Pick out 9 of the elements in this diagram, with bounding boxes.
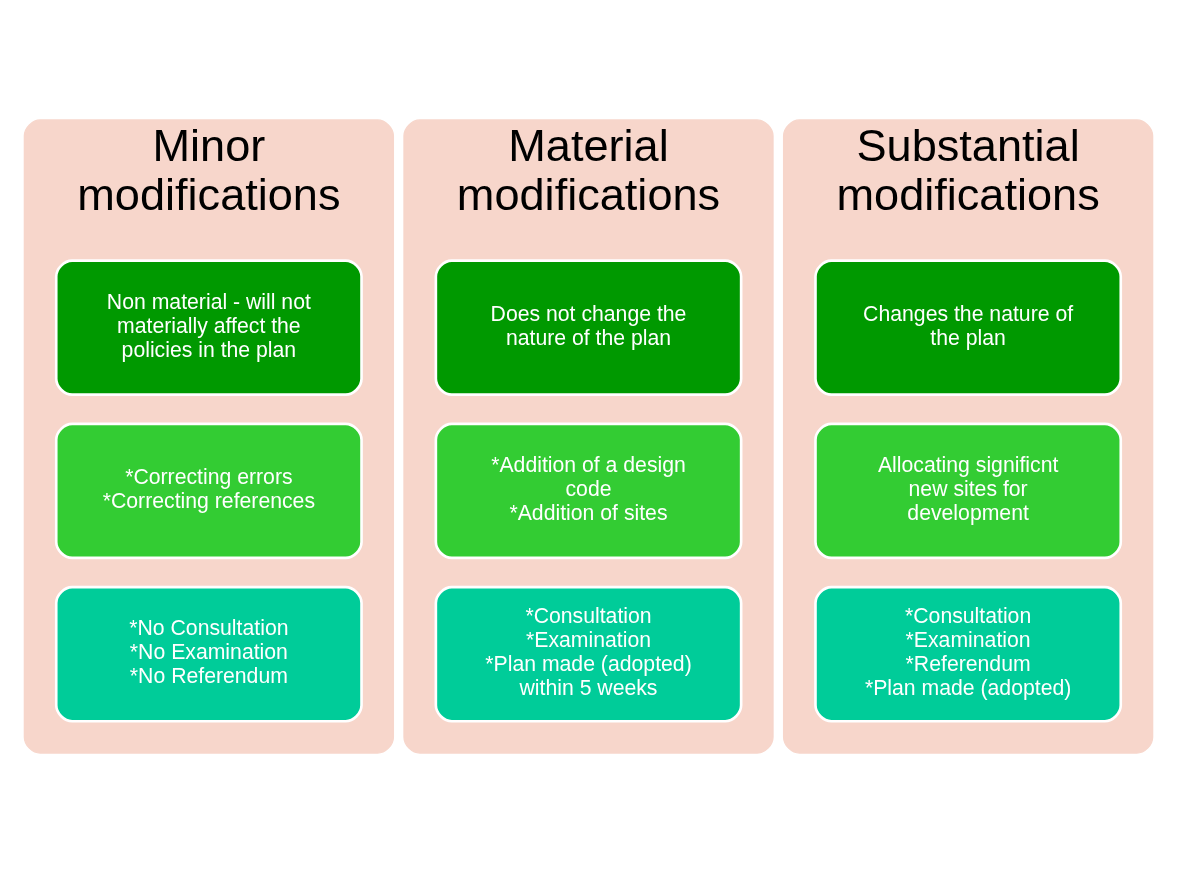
node-box: Non material - will not materially affect the policies in the plan	[54, 259, 363, 396]
node-box: Changes the nature of the plan	[814, 259, 1123, 396]
node-box: Allocating significnt new sites for development	[814, 422, 1123, 560]
node-box: *No Consultation *No Examination *No Referendum	[54, 585, 363, 723]
node-box: *Consultation *Examination *Referendum *Plan made (adopted)	[814, 585, 1123, 723]
node-box: *Addition of a design code *Addition of sites	[434, 422, 743, 560]
node-box: Does not change the nature of the plan	[434, 259, 743, 396]
node-box: *Correcting errors *Correcting references	[54, 422, 363, 560]
node-box: *Consultation *Examination *Plan made (adopted) within 5 weeks	[434, 585, 743, 723]
